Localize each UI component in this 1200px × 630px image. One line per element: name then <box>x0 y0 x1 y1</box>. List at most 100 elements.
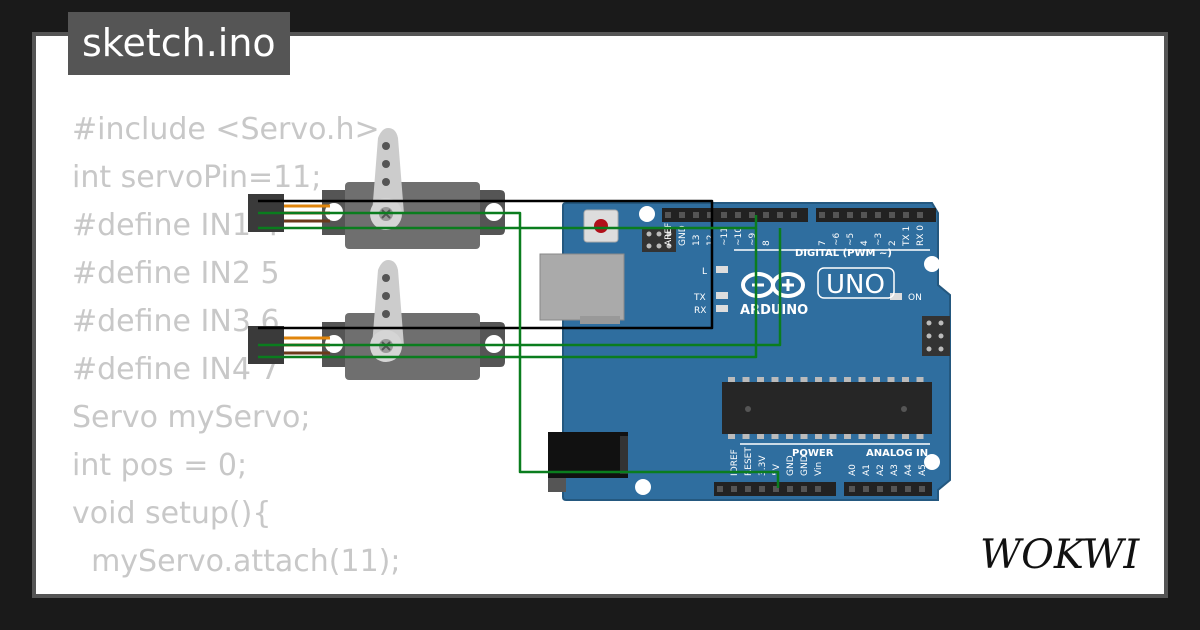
code-line: pinMode(IN1, OUTPUT); <box>72 586 444 594</box>
led-l-label: L <box>702 267 707 277</box>
header-pin[interactable] <box>787 486 793 492</box>
chip-pin <box>858 434 866 439</box>
chip-pin <box>829 434 837 439</box>
usb-connector <box>539 253 625 321</box>
chip-pin <box>916 434 924 439</box>
wire-gnd <box>258 199 714 330</box>
header-pin[interactable] <box>777 212 783 218</box>
digital-pin-label: ~3 <box>874 233 884 246</box>
header-pin[interactable] <box>861 212 867 218</box>
header-pin[interactable] <box>863 486 869 492</box>
atmega-chip <box>722 377 932 439</box>
header-pin[interactable] <box>917 212 923 218</box>
arduino-brand-label: ARDUINO <box>740 303 808 318</box>
chip-pin <box>742 377 750 382</box>
header-pin[interactable] <box>801 486 807 492</box>
chip-pin <box>728 377 735 382</box>
header-pin[interactable] <box>877 486 883 492</box>
code-line: int servoPin=11; <box>72 160 322 195</box>
power-jack <box>548 432 628 492</box>
header-pin[interactable] <box>833 212 839 218</box>
header-pin[interactable] <box>905 486 911 492</box>
power-pin-label: 3.3V <box>758 455 768 476</box>
power-pin-label: GND <box>800 455 810 476</box>
header-pin[interactable] <box>875 212 881 218</box>
header-pin[interactable] <box>707 212 713 218</box>
analog-pin-label: A0 <box>848 464 858 476</box>
header-pin[interactable] <box>759 486 765 492</box>
header-pin[interactable] <box>735 212 741 218</box>
header-pin[interactable] <box>721 212 727 218</box>
analog-label: ANALOG IN <box>866 448 928 459</box>
led-l <box>716 266 728 273</box>
digital-pin-label: ~10 <box>734 227 744 246</box>
chip-pin <box>742 434 750 439</box>
wires[interactable] <box>258 199 782 488</box>
digital-pin-label: 4 <box>860 240 870 246</box>
header-pin[interactable] <box>819 212 825 218</box>
header-pin[interactable] <box>903 212 909 218</box>
code-line: myServo.attach(11); <box>72 544 401 579</box>
header-pin[interactable] <box>763 212 769 218</box>
digital-pin-label: 7 <box>818 240 828 246</box>
header-pin[interactable] <box>745 486 751 492</box>
header-pin[interactable] <box>717 486 723 492</box>
digital-pin-label: TX 1 <box>902 226 912 247</box>
code-line: Servo myServo; <box>72 400 311 435</box>
led-on <box>890 293 902 300</box>
code-line: #define IN2 5 <box>72 256 280 291</box>
led-rx-label: RX <box>694 306 706 316</box>
chip-pin <box>829 377 837 382</box>
header-pin[interactable] <box>847 212 853 218</box>
header-pin[interactable] <box>679 212 685 218</box>
power-pin-label: Vin <box>814 462 824 476</box>
digital-pin-label: GND <box>678 225 688 246</box>
header-pin[interactable] <box>773 486 779 492</box>
chip-pin <box>800 434 808 439</box>
header-pin[interactable] <box>731 486 737 492</box>
wire-signal-1 <box>258 211 780 488</box>
chip-pin <box>887 434 895 439</box>
chip-pin <box>844 434 851 439</box>
analog-pin-label: A3 <box>890 464 900 476</box>
chip-pin <box>887 377 895 382</box>
header-pin[interactable] <box>815 486 821 492</box>
analog-header[interactable] <box>844 482 932 496</box>
digital-pin-label: ~6 <box>832 232 842 246</box>
reset-button[interactable] <box>583 209 619 243</box>
header-pin[interactable] <box>749 212 755 218</box>
chip-pin <box>873 377 880 382</box>
led-tx-label: TX <box>693 293 706 303</box>
mounting-hole <box>924 256 940 272</box>
icsp-header <box>642 228 676 252</box>
led-tx <box>716 292 728 299</box>
digital-pin-label: 2 <box>888 240 898 246</box>
analog-pin-label: A2 <box>876 464 886 476</box>
chip-pin <box>757 377 764 382</box>
digital-header[interactable] <box>662 208 936 222</box>
chip-pin <box>728 434 735 439</box>
power-pin-label: IOREF <box>730 449 740 476</box>
header-pin[interactable] <box>693 212 699 218</box>
header-pin[interactable] <box>791 212 797 218</box>
wire-signal-2 <box>258 228 782 347</box>
chip-pin <box>916 377 924 382</box>
chip-pin <box>757 434 764 439</box>
digital-header-label: DIGITAL (PWM ~) <box>795 248 892 259</box>
led-rx <box>716 305 728 312</box>
chip-pin <box>902 377 909 382</box>
header-pin[interactable] <box>891 486 897 492</box>
power-pin-label: 5V <box>772 463 782 476</box>
wokwi-logo-text: WOKWI <box>980 532 1140 576</box>
digital-pin-label: ~11 <box>720 227 730 246</box>
file-tab[interactable]: sketch.ino <box>68 12 290 75</box>
header-pin[interactable] <box>849 486 855 492</box>
digital-pin-label: ~5 <box>846 233 856 246</box>
mounting-hole <box>924 454 940 470</box>
header-pin[interactable] <box>889 212 895 218</box>
header-pin[interactable] <box>665 212 671 218</box>
header-pin[interactable] <box>919 486 925 492</box>
chip-pin <box>786 377 793 382</box>
